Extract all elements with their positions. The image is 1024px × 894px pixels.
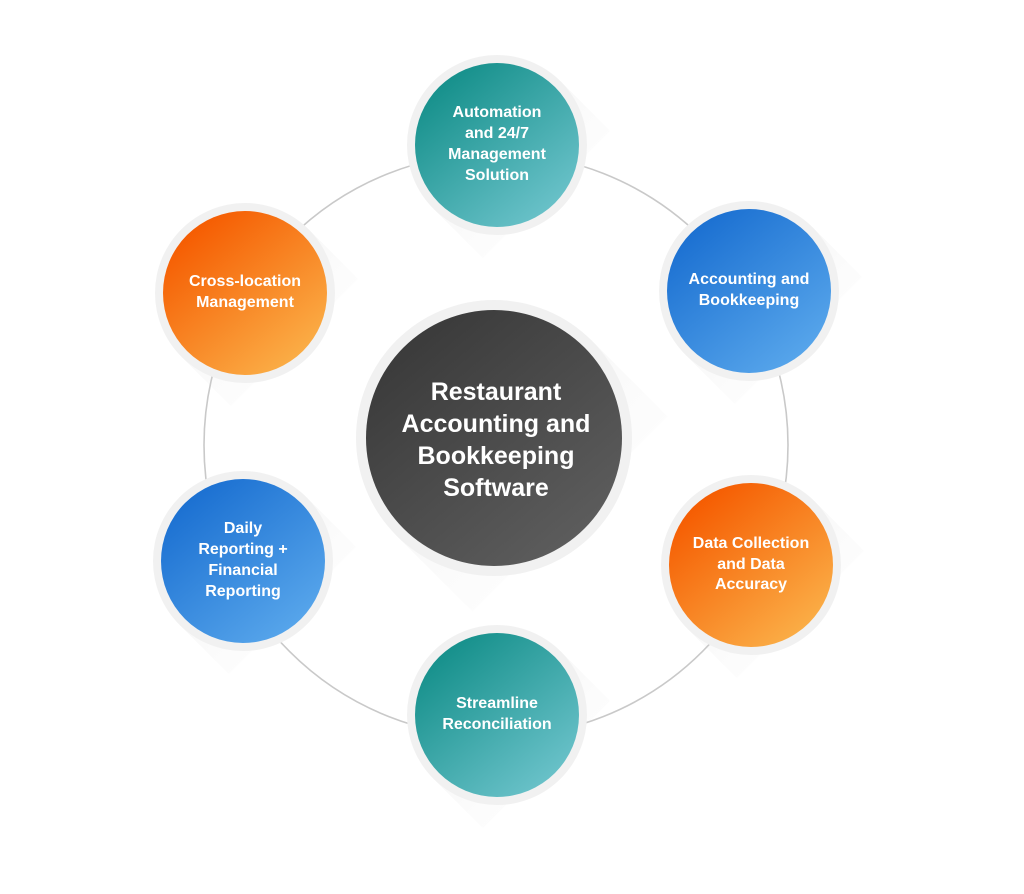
node-label-reconciliation: Streamline Reconciliation (442, 695, 552, 733)
nodes-layer (153, 55, 841, 805)
center-node-circle (366, 310, 622, 566)
node-automation-circle (415, 63, 579, 227)
node-label-reporting: Daily Reporting + Financial Reporting (198, 520, 288, 600)
center-label: Restaurant Accounting and Bookkeeping So… (401, 378, 591, 502)
node-label-cross-location: Cross-location Management (188, 273, 301, 311)
node-data-collection-circle (669, 483, 833, 647)
node-label-automation: Automation and 24/7 Management Solution (448, 104, 546, 184)
node-label-accounting: Accounting and Bookkeeping (688, 271, 810, 309)
node-label-data-collection: Data Collection and Data Accuracy (692, 534, 810, 594)
node-cross-location-circle (163, 211, 327, 375)
node-reporting-circle (161, 479, 325, 643)
node-accounting-circle (667, 209, 831, 373)
node-reconciliation-circle (415, 633, 579, 797)
